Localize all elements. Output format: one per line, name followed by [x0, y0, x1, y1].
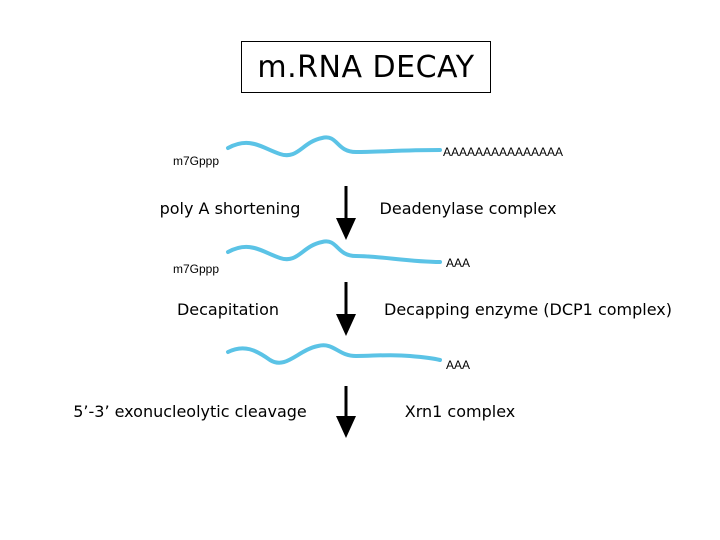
polya-tail-label-1: AAAAAAAAAAAAAAA	[443, 145, 564, 159]
cap-label-2: m7Gppp	[173, 262, 220, 276]
agent-label-2: Decapping enzyme (DCP1 complex)	[384, 300, 672, 319]
polya-tail-label-2: AAA	[446, 256, 471, 270]
agent-label-1: Deadenylase complex	[379, 199, 557, 218]
process-label-3: 5’-3’ exonucleolytic cleavage	[73, 402, 307, 421]
arrow-3	[336, 386, 356, 438]
cap-label-1: m7Gppp	[173, 154, 220, 168]
mrna-strand-2	[226, 239, 442, 264]
title-box: m.RNA DECAY	[241, 41, 491, 93]
process-label-2: Decapitation	[176, 300, 280, 319]
mrna-strand-1	[226, 135, 442, 158]
mrna-strand-3	[226, 343, 442, 365]
agent-label-3: Xrn1 complex	[404, 402, 516, 421]
process-label-1: poly A shortening	[159, 199, 301, 218]
polya-tail-label-3: AAA	[446, 358, 471, 372]
page-title: m.RNA DECAY	[257, 49, 475, 85]
arrow-2	[336, 282, 356, 336]
arrow-1	[336, 186, 356, 240]
